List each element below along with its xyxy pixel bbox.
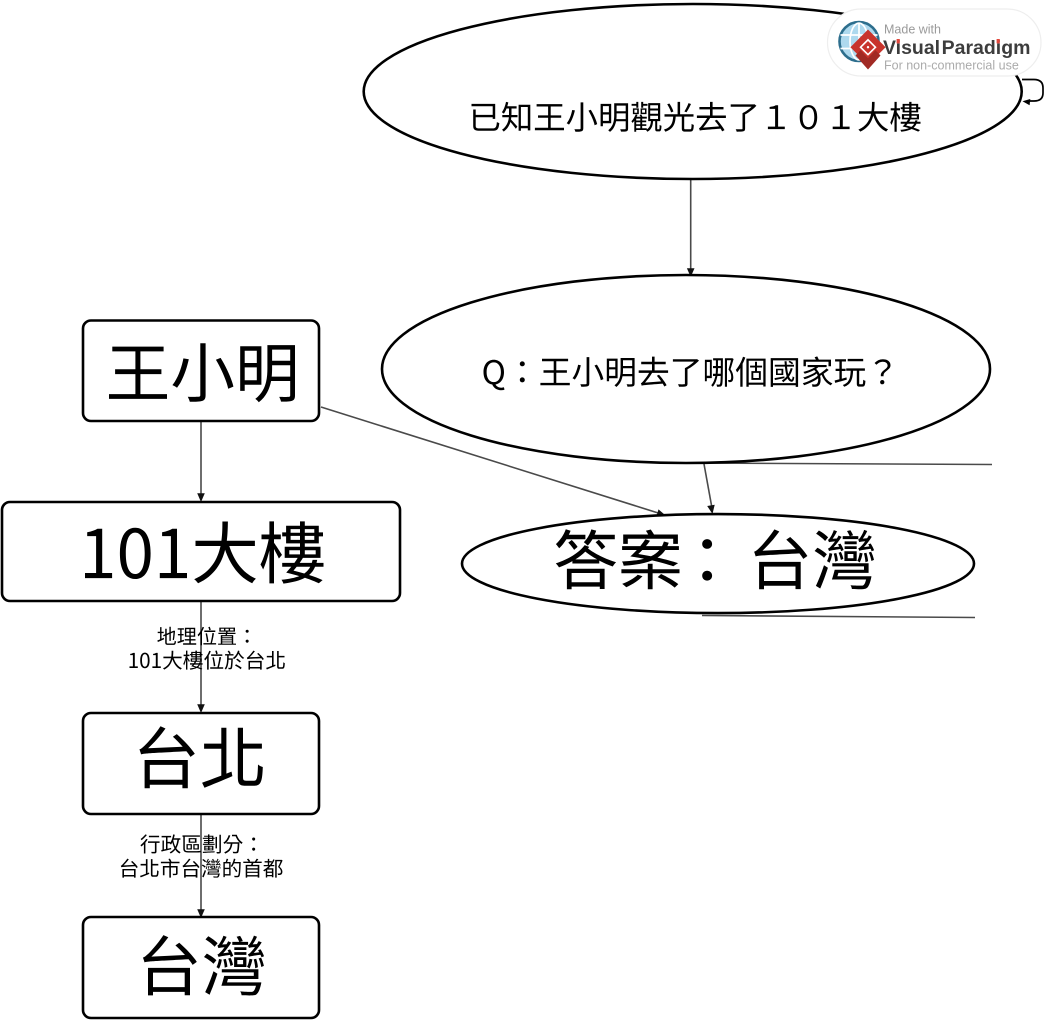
- svg-text:For non-commercial use: For non-commercial use: [884, 59, 1019, 73]
- svg-text:VisualParadigm: VisualParadigm: [883, 37, 1030, 59]
- svg-text:Made with: Made with: [884, 23, 941, 37]
